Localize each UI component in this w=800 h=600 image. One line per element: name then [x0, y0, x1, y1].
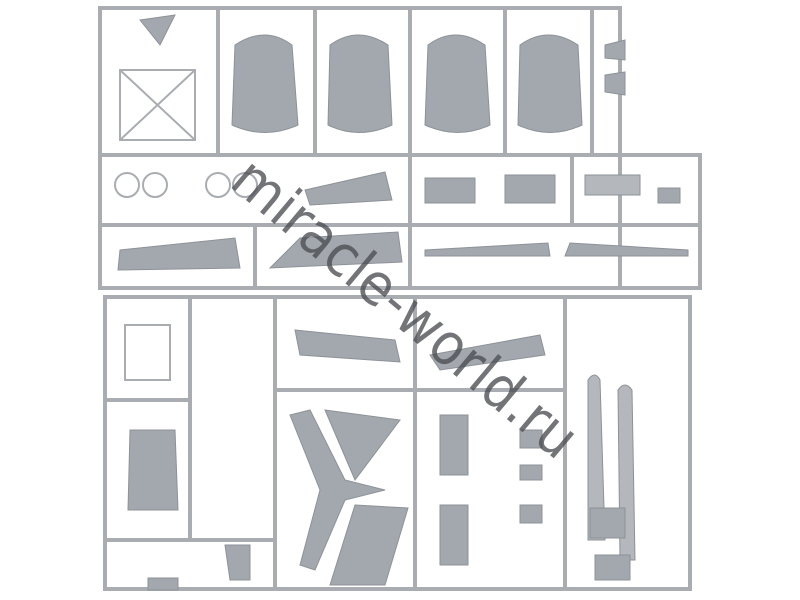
bottom-sprue-frame: [103, 295, 692, 591]
top-sprue-parts: [114, 14, 689, 271]
bottom-sprue-parts: [124, 324, 636, 591]
top-sprue-frame: [98, 6, 702, 290]
